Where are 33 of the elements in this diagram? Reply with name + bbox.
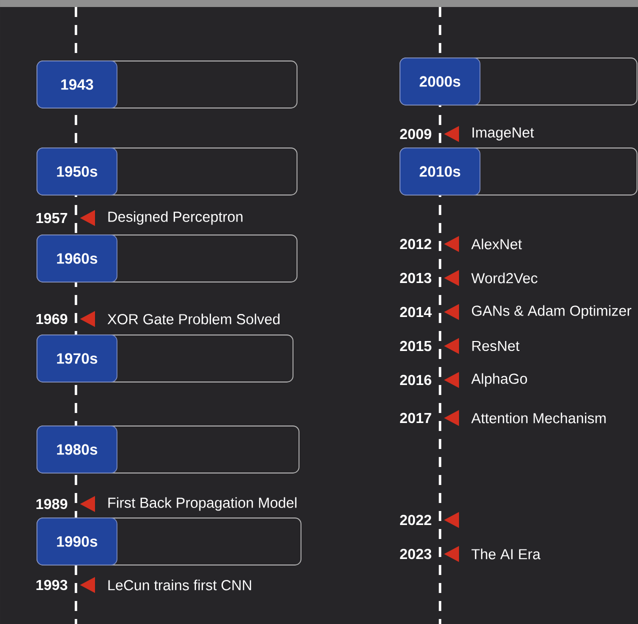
year-label: 2012	[400, 238, 432, 250]
event-label: GANs & Adam Optimizer	[472, 305, 632, 319]
decade-tab: 1960s	[36, 234, 118, 282]
year-label: 2017	[400, 412, 432, 424]
event-label: AlexNet	[471, 238, 522, 250]
event-label: Attention Mechanism	[471, 412, 606, 424]
event-label: Designed Perceptron	[108, 211, 242, 225]
decade-tab: 1990s	[36, 518, 118, 566]
year-label: 2015	[400, 340, 432, 352]
event-label: ResNet	[472, 340, 520, 352]
decade-tab: 1943	[36, 60, 118, 108]
event-label: AlphaGo	[471, 373, 528, 387]
year-label: 1969	[36, 314, 68, 324]
decade-tab: 1980s	[36, 426, 118, 474]
event-label: Word2Vec	[471, 272, 538, 284]
year-label: 2013	[400, 272, 432, 284]
year-label: 2014	[400, 306, 432, 318]
decade-tab: 1950s	[36, 148, 118, 196]
event-label: First Back Propagation Model	[108, 497, 296, 511]
event-label: The AI Era	[472, 548, 540, 560]
decade-tab: 2000s	[400, 58, 480, 106]
event-label: ImageNet	[472, 128, 534, 140]
year-label: 2009	[400, 128, 432, 140]
decade-tab: 2010s	[400, 148, 480, 196]
year-label: 2016	[400, 374, 432, 386]
year-label: 2022	[400, 514, 432, 526]
year-label: 1957	[36, 212, 68, 224]
event-label: LeCun trains first CNN	[108, 580, 252, 590]
year-label: 1989	[36, 498, 68, 510]
event-label: XOR Gate Problem Solved	[108, 314, 280, 324]
decade-tab: 1970s	[36, 334, 118, 382]
year-label: 2023	[400, 548, 432, 560]
year-label: 1993	[36, 580, 68, 590]
